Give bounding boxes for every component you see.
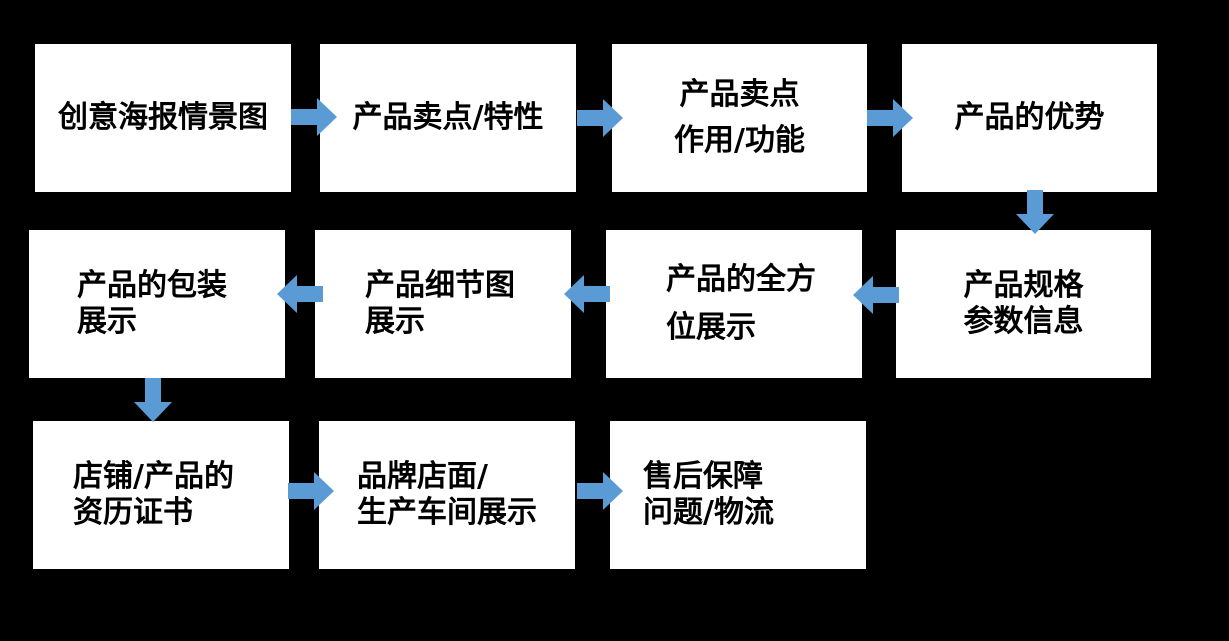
step-box-text: 创意海报情景图 <box>58 100 268 135</box>
arrow-right-icon <box>577 472 623 510</box>
step-box-text: 产品卖点 <box>679 76 800 112</box>
step-box-text: 资历证书 <box>73 495 193 530</box>
step-box-advantages: 产品的优势 <box>902 44 1157 192</box>
step-box-text: 品牌店面/ <box>357 459 488 494</box>
step-box-text: 展示 <box>77 304 137 339</box>
step-box-text: 生产车间展示 <box>357 495 537 530</box>
step-box-text: 店铺/产品的 <box>73 459 234 494</box>
step-box-text: 产品细节图 <box>365 268 515 303</box>
step-box-selling-function: 产品卖点 作用/功能 <box>612 44 867 192</box>
arrow-down-icon <box>134 378 172 422</box>
step-box-text: 问题/物流 <box>643 495 774 530</box>
step-box-certificates: 店铺/产品的 资历证书 <box>33 421 289 569</box>
arrow-right-icon <box>291 98 337 136</box>
step-box-specifications: 产品规格 参数信息 <box>896 230 1151 378</box>
step-box-text: 产品的全方 <box>666 262 816 297</box>
arrow-left-icon <box>853 276 899 314</box>
step-box-text: 产品卖点/特性 <box>352 100 544 135</box>
arrow-right-icon <box>288 472 334 510</box>
step-box-selling-points: 产品卖点/特性 <box>320 44 576 192</box>
arrow-left-icon <box>564 275 610 313</box>
arrow-right-icon <box>867 99 913 137</box>
step-box-text: 产品的优势 <box>954 100 1105 135</box>
step-box-text: 产品的包装 <box>77 268 227 303</box>
step-box-text: 参数信息 <box>963 304 1084 339</box>
step-box-text: 展示 <box>365 304 425 339</box>
step-box-creative-poster: 创意海报情景图 <box>35 44 291 192</box>
step-box-text: 作用/功能 <box>674 123 805 158</box>
arrow-left-icon <box>277 275 323 313</box>
step-box-detail-images: 产品细节图 展示 <box>315 230 571 378</box>
step-box-after-sales: 售后保障 问题/物流 <box>610 421 866 569</box>
step-box-text: 产品规格 <box>963 268 1084 303</box>
step-box-text: 位展示 <box>666 310 756 345</box>
step-box-all-around-view: 产品的全方 位展示 <box>606 230 862 378</box>
step-box-storefront-factory: 品牌店面/ 生产车间展示 <box>319 421 575 569</box>
step-box-packaging: 产品的包装 展示 <box>29 230 285 378</box>
step-box-text: 售后保障 <box>643 459 763 494</box>
arrow-right-icon <box>577 99 623 137</box>
arrow-down-icon <box>1016 190 1054 234</box>
